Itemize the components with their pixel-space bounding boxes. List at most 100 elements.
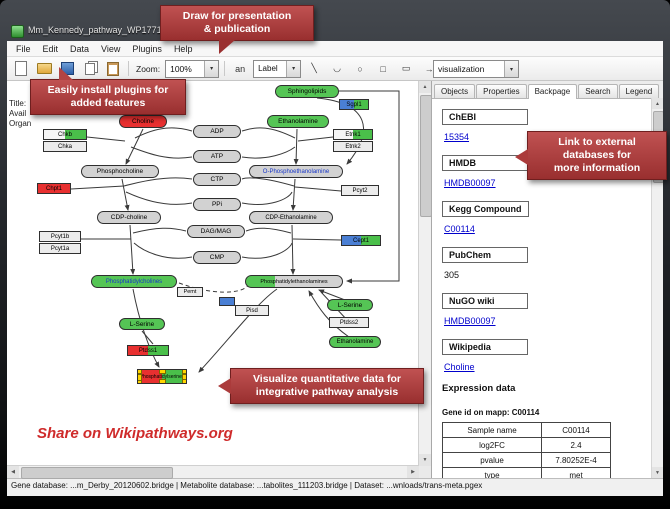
pathway-node-chka[interactable]: Chka — [43, 141, 87, 152]
pathway-node-ptdss1[interactable]: Ptdss1 — [127, 345, 169, 356]
pathway-node-pisd[interactable]: Pisd — [235, 305, 269, 316]
arrow-tool-button[interactable]: → — [424, 63, 434, 74]
dropdown-arrow-icon[interactable]: ▾ — [204, 60, 219, 77]
table-cell: C00114 — [541, 422, 611, 438]
line-tool-button[interactable]: ╲ — [311, 63, 317, 73]
callout-line: Visualize quantitative data for — [252, 373, 401, 385]
menu-data[interactable]: Data — [70, 43, 90, 54]
selection-handle-s[interactable] — [159, 379, 166, 383]
label-dropdown-value: Label — [258, 64, 278, 73]
pathway-node-cept1[interactable]: Cept1 — [341, 235, 381, 246]
copy-button[interactable] — [80, 59, 100, 79]
visualization-combobox[interactable]: visualization ▾ — [433, 60, 519, 78]
canvas-horizontal-scrollbar[interactable]: ◀ ▶ — [7, 465, 419, 479]
title-bar[interactable]: Mm_Kennedy_pathway_WP1771_45176.gp — [0, 0, 670, 41]
arc-tool-button[interactable]: ◡ — [333, 63, 342, 73]
callout-external-databases: Link to external databases for more info… — [515, 131, 667, 180]
menu-file[interactable]: File — [16, 43, 31, 54]
kegg-link[interactable]: C00114 — [444, 224, 475, 234]
pathway-node-cdp-choline[interactable]: CDP-choline — [97, 211, 161, 224]
pathway-canvas[interactable]: Title: Avail Organ Share on Wikipathways… — [7, 81, 419, 466]
pathway-node-ethanolamine-bottom[interactable]: Ethanolamine — [329, 336, 381, 348]
annotation-tool-button[interactable]: an — [235, 63, 246, 74]
pathway-node-l-serine-right[interactable]: L-Serine — [327, 299, 373, 311]
callout-line: more information — [553, 162, 641, 174]
dropdown-arrow-icon[interactable]: ▾ — [286, 60, 301, 77]
open-button[interactable] — [34, 59, 54, 79]
tab-search[interactable]: Search — [578, 84, 618, 98]
menu-help[interactable]: Help — [173, 43, 193, 54]
tab-backpage[interactable]: Backpage — [527, 84, 578, 99]
tab-properties[interactable]: Properties — [476, 84, 527, 98]
pathway-node-choline[interactable]: Choline — [119, 115, 167, 128]
pathway-node-cmp[interactable]: CMP — [193, 251, 241, 264]
pathway-node-atp[interactable]: ATP — [193, 150, 241, 163]
chebi-link[interactable]: 15354 — [444, 132, 470, 142]
oval-tool-button[interactable]: ○ — [357, 63, 363, 74]
rounded-rectangle-tool-button[interactable]: ▭ — [401, 63, 411, 73]
pathway-node-pcyt1a[interactable]: Pcyt1a — [39, 243, 81, 254]
scroll-down-icon[interactable]: ▼ — [652, 467, 663, 478]
pathway-node-sphingolipids[interactable]: Sphingolipids — [275, 85, 339, 98]
pathway-node-phosphatidylserines[interactable]: Phosphatidylserines — [137, 369, 187, 384]
pathway-node-phosphocholine[interactable]: Phosphocholine — [81, 165, 159, 178]
selection-handle-n[interactable] — [159, 370, 166, 374]
pathway-node-adp[interactable]: ADP — [193, 125, 241, 138]
menu-edit[interactable]: Edit — [42, 43, 59, 54]
tab-legend[interactable]: Legend — [618, 84, 660, 98]
pathway-node-ptdss2[interactable]: Ptdss2 — [329, 317, 369, 328]
zoom-combobox[interactable]: 100% ▾ — [165, 59, 220, 78]
dropdown-arrow-icon[interactable]: ▾ — [504, 61, 518, 77]
pathway-info-labels: Title: Avail Organ — [9, 99, 35, 129]
pathway-node-l-serine-left[interactable]: L-Serine — [119, 318, 165, 330]
pubchem-header: PubChem — [442, 247, 528, 263]
vertical-scroll-thumb[interactable] — [420, 95, 432, 217]
selection-handle-w[interactable] — [138, 373, 142, 381]
pathway-node-pcyt1b[interactable]: Pcyt1b — [39, 231, 81, 242]
pathway-node-chkb[interactable]: Chkb — [43, 129, 87, 140]
pathway-node-phosphatidylethanolamines[interactable]: Phosphatidylethanolamines — [245, 275, 343, 288]
scroll-right-icon[interactable]: ▶ — [407, 466, 419, 478]
menu-view[interactable]: View — [101, 43, 121, 54]
scroll-up-icon[interactable]: ▲ — [419, 81, 431, 93]
pathway-node-etnk2[interactable]: Etnk2 — [333, 141, 373, 152]
hmdb-link[interactable]: HMDB00097 — [444, 178, 496, 188]
wikipedia-link[interactable]: Choline — [444, 362, 475, 372]
paste-button[interactable] — [103, 59, 123, 79]
main-area: Title: Avail Organ Share on Wikipathways… — [7, 81, 663, 479]
label-dropdown[interactable]: Label ▾ — [253, 59, 302, 78]
nugo-wiki-link[interactable]: HMDB00097 — [444, 316, 496, 326]
pathway-node-ctp[interactable]: CTP — [193, 173, 241, 186]
backpage-section-wikipedia: Wikipedia Choline — [442, 337, 649, 372]
scroll-up-icon[interactable]: ▲ — [652, 98, 663, 109]
pathway-node-chpt1[interactable]: Chpt1 — [37, 183, 71, 194]
callout-line: added features — [70, 97, 146, 109]
pathway-node-pemt[interactable]: Pemt — [177, 287, 203, 297]
tab-objects[interactable]: Objects — [434, 84, 476, 98]
selection-handle-se[interactable] — [182, 379, 186, 383]
pathway-availability-label: Avail — [9, 109, 27, 118]
horizontal-scroll-thumb[interactable] — [21, 467, 173, 479]
pathway-node-cdp-ethanolamine[interactable]: CDP-Ethanolamine — [249, 211, 333, 224]
pathway-node-ppi[interactable]: PPi — [193, 198, 241, 211]
pathway-node-sgpl1[interactable]: Sgpl1 — [339, 99, 369, 110]
menu-plugins[interactable]: Plugins — [132, 43, 162, 54]
zoom-label: Zoom: — [136, 63, 161, 74]
pathway-node-pcyt2[interactable]: Pcyt2 — [341, 185, 379, 196]
pathway-node-ethanolamine-top[interactable]: Ethanolamine — [267, 115, 329, 128]
pathway-node-etnk1[interactable]: Etnk1 — [333, 129, 373, 140]
callout-draw-presentation: Draw for presentation & publication — [160, 5, 314, 54]
rectangle-tool-button[interactable]: □ — [380, 63, 386, 74]
scroll-down-icon[interactable]: ▼ — [419, 454, 431, 466]
pathway-node-data-node-small[interactable] — [219, 297, 235, 306]
paste-icon — [107, 61, 119, 76]
table-cell: 2.4 — [541, 437, 611, 453]
canvas-vertical-scrollbar[interactable]: ▲ ▼ — [418, 81, 432, 466]
new-file-button[interactable] — [11, 59, 31, 79]
kegg-header: Kegg Compound — [442, 201, 529, 217]
table-row: log2FC 2.4 — [442, 437, 611, 453]
scroll-left-icon[interactable]: ◀ — [7, 466, 19, 478]
pathway-node-o-phosphoethanolamine[interactable]: O-Phosphoethanolamine — [249, 165, 343, 178]
pathway-node-dag-mag[interactable]: DAG/MAG — [187, 225, 245, 238]
pathway-node-phosphatidylcholines[interactable]: Phosphatidylcholines — [91, 275, 177, 288]
